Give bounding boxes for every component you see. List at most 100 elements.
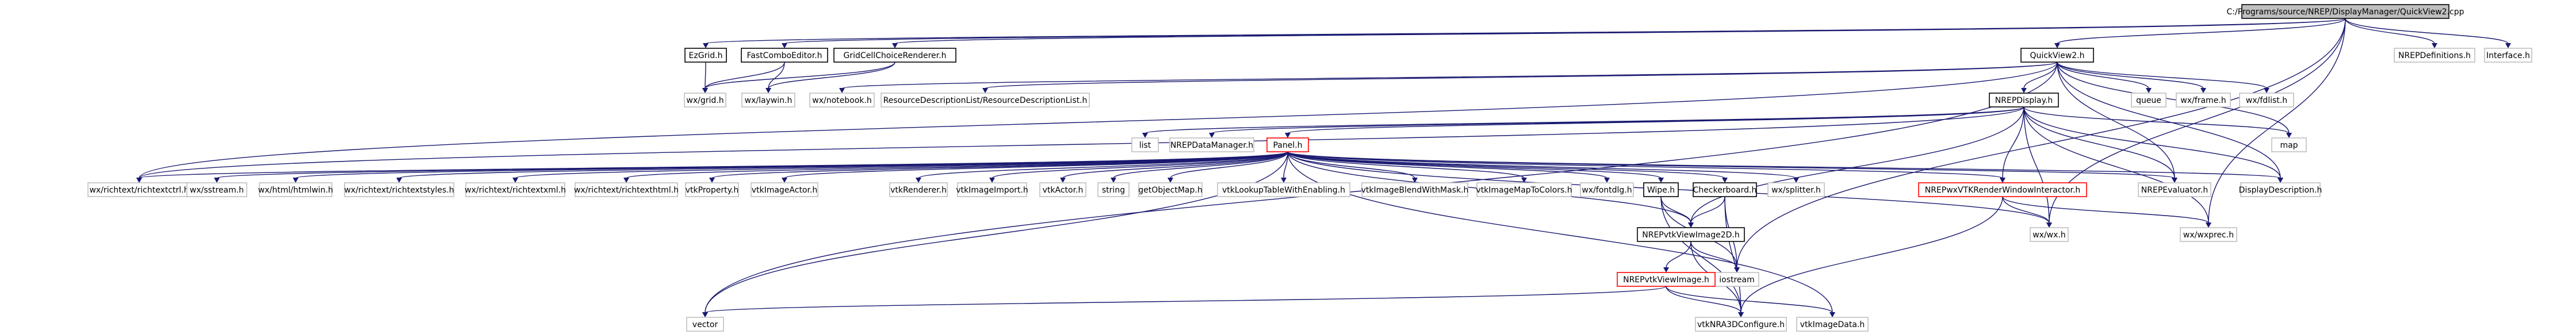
node-list[interactable]: list — [1131, 137, 1159, 152]
node-box — [344, 182, 454, 197]
node-fontdlg[interactable]: wx/fontdlg.h — [1580, 182, 1634, 197]
node-panel[interactable]: Panel.h — [1266, 137, 1309, 152]
node-checkerboard[interactable]: Checkerboard.h — [1693, 182, 1757, 197]
edge-arrowhead — [702, 88, 708, 93]
node-evaluator[interactable]: NREPEvaluator.h — [2138, 182, 2211, 197]
node-box — [87, 182, 191, 197]
node-label: wx/wxprec.h — [2183, 231, 2234, 240]
edge-nrepdisplay-to-richtextctrl — [139, 106, 2024, 179]
edge-panel-to-evaluator — [1287, 151, 2175, 179]
node-vtkimageimport[interactable]: vtkImageImport.h — [956, 182, 1028, 197]
node-nrepdefs[interactable]: NREPDefinitions.h — [2394, 48, 2475, 63]
node-label: vtkImageData.h — [1800, 320, 1865, 329]
edge-arrowhead — [1663, 267, 1669, 272]
edge-arrowhead — [916, 178, 921, 183]
node-richtextstyles[interactable]: wx/richtext/richtextstyles.h — [344, 182, 454, 197]
node-box — [741, 48, 828, 63]
node-vtkmapcolors[interactable]: vtkImageMapToColors.h — [1476, 182, 1572, 197]
node-viewimage[interactable]: NREPvtkViewImage.h — [1617, 272, 1716, 287]
node-wxgrid[interactable]: wx/grid.h — [684, 93, 726, 108]
node-richtextxml[interactable]: wx/richtext/richtextxml.h — [465, 182, 566, 197]
node-wxnotebook[interactable]: wx/notebook.h — [809, 93, 875, 108]
node-box — [575, 182, 678, 197]
edge-gridcell-to-wxgrid — [705, 62, 895, 89]
node-box — [751, 182, 818, 197]
node-resdesc[interactable]: ResourceDescriptionList/ResourceDescript… — [881, 93, 1090, 108]
edge-arrowhead — [1829, 312, 1835, 317]
node-label: wx/frame.h — [2180, 96, 2226, 105]
edge-panel-to-string — [1113, 151, 1288, 179]
edge-quickview2-to-resdesc — [985, 62, 2058, 89]
node-gridcell[interactable]: GridCellChoiceRenderer.h — [833, 48, 956, 63]
node-label: vector — [692, 320, 718, 329]
node-richtextctrl[interactable]: wx/richtext/richtextctrl.h — [87, 182, 191, 197]
edge-nrepdisplay-to-evaluator — [2023, 106, 2175, 179]
node-vtkactor[interactable]: vtkActor.h — [1039, 182, 1086, 197]
node-wxframe[interactable]: wx/frame.h — [2176, 93, 2231, 108]
node-box — [1637, 227, 1745, 242]
node-vtklookup[interactable]: vtkLookupTableWithEnabling.h — [1217, 182, 1350, 197]
edge-viewimage2d-to-iostream — [1690, 241, 1737, 268]
node-quickview2[interactable]: QuickView2.h — [2020, 48, 2094, 63]
node-label: wx/sstream.h — [190, 186, 244, 195]
node-root[interactable]: C:/Programs/source/NREP/DisplayManager/Q… — [2226, 4, 2464, 19]
edge-panel-to-vtkproperty — [711, 151, 1288, 179]
node-box — [2180, 227, 2237, 242]
node-label: vtkActor.h — [1043, 186, 1084, 195]
node-label: Checkerboard.h — [1693, 186, 1757, 195]
node-box — [2030, 227, 2069, 242]
node-nrepdisplay[interactable]: NREPDisplay.h — [1989, 93, 2059, 108]
edge-arrowhead — [1142, 133, 1148, 138]
node-label: wx/richtext/richtexthtml.h — [574, 186, 679, 195]
node-viewimage2d[interactable]: NREPvtkViewImage2D.h — [1637, 227, 1745, 242]
edge-nrepdisplay-to-interactor — [2002, 106, 2024, 179]
node-box — [1695, 317, 1787, 332]
node-box — [1989, 93, 2059, 108]
node-label: DisplayDescription.h — [2239, 186, 2322, 195]
node-iostream[interactable]: iostream — [1714, 272, 1759, 287]
node-htmlwin[interactable]: wx/html/htmlwin.h — [258, 182, 333, 197]
node-vtkimagedata[interactable]: vtkImageData.h — [1796, 317, 1869, 332]
node-string[interactable]: string — [1097, 182, 1130, 197]
node-queue[interactable]: queue — [2131, 93, 2167, 108]
node-label: wx/splitter.h — [1771, 186, 1821, 195]
node-label: wx/fdlist.h — [2246, 96, 2287, 105]
edge-arrowhead — [892, 43, 898, 48]
edge-arrowhead — [765, 88, 771, 93]
edge-panel-to-richtexthtml — [626, 151, 1288, 179]
node-box — [1361, 182, 1468, 197]
node-vtkproperty[interactable]: vtkProperty.h — [685, 182, 739, 197]
node-sstream[interactable]: wx/sstream.h — [186, 182, 247, 197]
node-label: NREPvtkViewImage.h — [1623, 275, 1709, 285]
edge-wipe-to-viewimage2d — [1660, 196, 1691, 224]
node-vector[interactable]: vector — [686, 317, 724, 332]
edge-panel-to-vtkimageactor — [784, 151, 1288, 179]
node-interface[interactable]: Interface.h — [2484, 48, 2532, 63]
edge-arrowhead — [2286, 133, 2292, 138]
node-dispdesc[interactable]: DisplayDescription.h — [2239, 182, 2322, 197]
node-wxwx[interactable]: wx/wx.h — [2030, 227, 2069, 242]
node-getobjectmap[interactable]: getObjectMap.h — [1138, 182, 1203, 197]
node-splitter[interactable]: wx/splitter.h — [1767, 182, 1825, 197]
node-wipe[interactable]: Wipe.h — [1643, 182, 1679, 197]
node-vtknra3d[interactable]: vtkNRA3DConfigure.h — [1695, 317, 1787, 332]
node-interactor[interactable]: NREPwxVTKRenderWindowInteractor.h — [1918, 182, 2087, 197]
edge-arrowhead — [1209, 133, 1215, 138]
node-box — [2131, 93, 2167, 108]
node-box — [2271, 137, 2307, 152]
node-vtkimageactor[interactable]: vtkImageActor.h — [751, 182, 818, 197]
node-label: NREPEvaluator.h — [2141, 186, 2208, 195]
node-ezgrid[interactable]: EzGrid.h — [684, 48, 727, 63]
node-map[interactable]: map — [2271, 137, 2307, 152]
node-fastcombo[interactable]: FastComboEditor.h — [741, 48, 828, 63]
node-wxprec[interactable]: wx/wxprec.h — [2180, 227, 2237, 242]
node-wxfdlist[interactable]: wx/fdlist.h — [2239, 93, 2294, 108]
node-vtkblend[interactable]: vtkImageBlendWithMask.h — [1361, 182, 1469, 197]
node-nrepdatamgr[interactable]: NREPDataManager.h — [1169, 137, 1254, 152]
node-richtexthtml[interactable]: wx/richtext/richtexthtml.h — [574, 182, 679, 197]
node-wxlaywin[interactable]: wx/laywin.h — [741, 93, 795, 108]
edge-root-to-iostream — [1736, 18, 2346, 268]
node-vtkrenderer[interactable]: vtkRenderer.h — [889, 182, 948, 197]
node-box — [1918, 182, 2087, 197]
